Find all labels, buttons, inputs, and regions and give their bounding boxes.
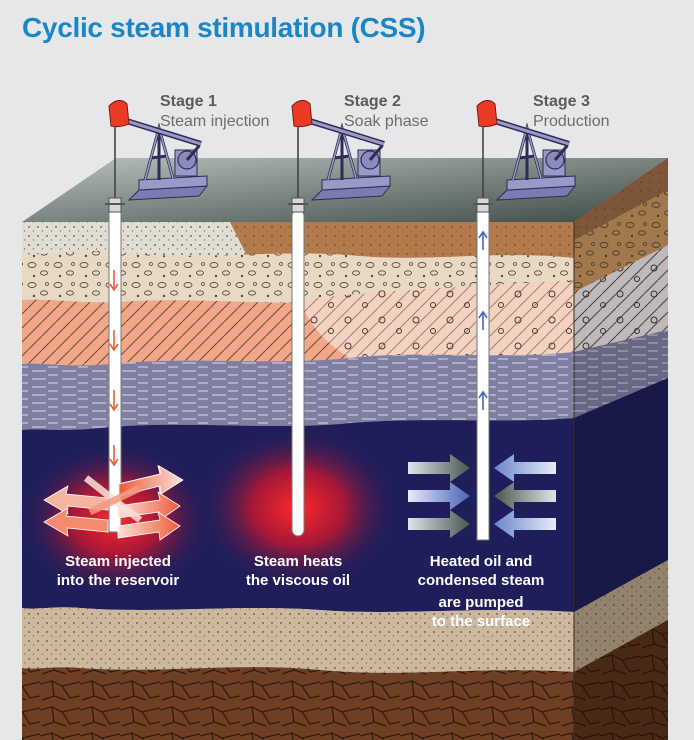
rock-strata-side [574, 158, 668, 740]
pumpjack-stage-3 [473, 100, 577, 213]
stage-3-name: Production [533, 113, 610, 130]
steam-injection-arrows [43, 465, 184, 541]
stage-1-label: Stage 1 Steam injection [160, 93, 269, 130]
stage-3-caption-line-3: are pumped [438, 594, 523, 611]
production-flow-arrows [408, 454, 556, 538]
stage-2-name: Soak phase [344, 113, 429, 130]
stage-1-number: Stage 1 [160, 93, 217, 110]
stage-1-caption-line-1: Steam injected [65, 553, 171, 570]
stage-3-caption-line-4: to the surface [432, 613, 530, 630]
well-stage-2 [291, 209, 305, 537]
stage-3-caption: Heated oil and condensed steam are pumpe… [418, 553, 545, 630]
stage-2-label: Stage 2 Soak phase [344, 93, 429, 130]
stage-2-number: Stage 2 [344, 93, 401, 110]
pumpjack-stage-1 [105, 100, 209, 213]
stage-3-number: Stage 3 [533, 93, 590, 110]
stage-2-caption: Steam heats the viscous oil [246, 553, 350, 589]
stage-2-caption-line-2: the viscous oil [246, 572, 350, 589]
well-stage-3 [476, 209, 490, 541]
pumpjacks [105, 100, 577, 213]
stage-1-caption-line-2: into the reservoir [57, 572, 180, 589]
stage-2-caption-line-1: Steam heats [254, 553, 342, 570]
stage-3-caption-line-2: condensed steam [418, 572, 545, 589]
stage-3-caption-line-1: Heated oil and [430, 553, 533, 570]
stage-3-label: Stage 3 Production [533, 93, 610, 130]
pumpjack-stage-2 [288, 100, 392, 213]
stage-1-caption: Steam injected into the reservoir [57, 553, 180, 589]
stage-1-name: Steam injection [160, 113, 269, 130]
page-title: Cyclic steam stimulation (CSS) [22, 12, 426, 43]
